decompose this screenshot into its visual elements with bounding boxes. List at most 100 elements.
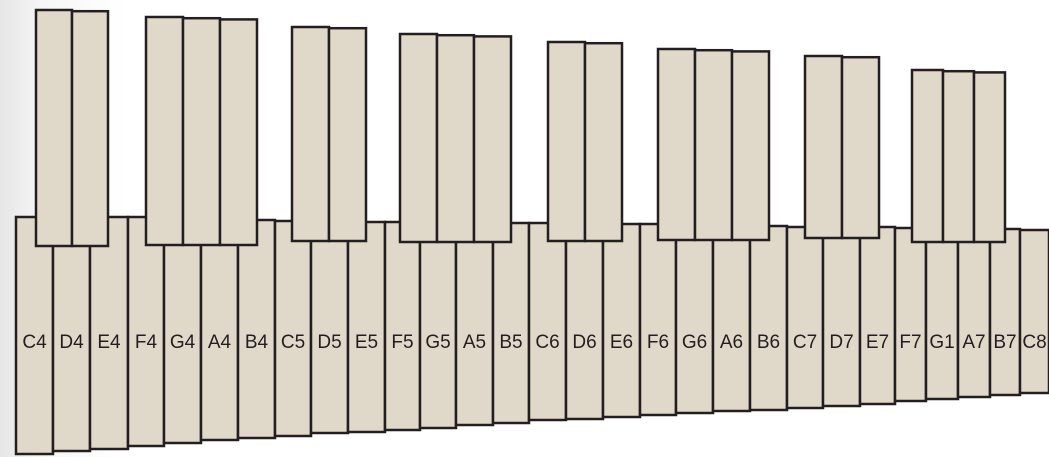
key-label: E5 (355, 332, 378, 353)
natural-key-body (926, 228, 958, 399)
natural-key-a7: A7 (958, 229, 990, 397)
natural-key-c7: C7 (787, 227, 823, 408)
accidental-key (842, 57, 879, 238)
key-label: E7 (866, 332, 889, 353)
accidental-key (658, 49, 695, 240)
accidental-key (183, 18, 220, 245)
natural-key-body (348, 222, 385, 432)
accidental-group-8 (912, 70, 1005, 242)
key-label: C6 (535, 332, 559, 353)
key-label: F7 (899, 332, 921, 353)
accidental-key (220, 19, 257, 245)
natural-key-g1: G1 (926, 228, 958, 399)
natural-key-e7: E7 (860, 227, 895, 404)
accidental-key (585, 43, 622, 241)
key-label: A6 (720, 332, 743, 353)
natural-key-b6: B6 (750, 226, 787, 410)
natural-key-g6: G6 (676, 225, 713, 413)
natural-key-body (311, 221, 348, 433)
key-label: G6 (682, 332, 707, 353)
accidental-group-2 (146, 17, 257, 245)
key-label: C7 (793, 332, 817, 353)
natural-key-f7: F7 (895, 228, 926, 401)
key-label: D5 (317, 332, 341, 353)
natural-key-body (529, 223, 566, 420)
natural-key-c4: C4 (16, 217, 53, 454)
accidental-key (912, 70, 943, 242)
accidental-group-3 (292, 27, 366, 241)
natural-key-g4: G4 (164, 218, 201, 443)
key-label: C5 (281, 332, 305, 353)
natural-key-body (958, 229, 990, 397)
natural-key-body (676, 225, 713, 413)
key-label: C8 (1022, 332, 1046, 353)
natural-key-c5: C5 (275, 221, 311, 436)
natural-key-a6: A6 (713, 226, 750, 411)
key-label: B6 (757, 332, 780, 353)
natural-key-f4: F4 (128, 217, 164, 446)
natural-key-body (750, 226, 787, 410)
natural-key-body (493, 223, 529, 423)
natural-key-a5: A5 (456, 222, 493, 425)
key-label: D7 (829, 332, 853, 353)
accidental-group-6 (658, 49, 769, 240)
key-label: A7 (962, 332, 985, 353)
key-label: A5 (463, 332, 486, 353)
accidental-key (695, 50, 732, 240)
accidental-key (474, 36, 511, 242)
key-label: B4 (245, 332, 269, 353)
accidental-key (146, 17, 183, 245)
accidental-key (732, 51, 769, 240)
natural-key-b4: B4 (238, 220, 275, 438)
accidental-key (292, 27, 329, 241)
natural-key-body (713, 226, 750, 411)
natural-key-body (385, 222, 420, 430)
key-label: F5 (391, 332, 413, 353)
natural-key-e4: E4 (90, 217, 128, 449)
natural-key-body (1020, 230, 1049, 393)
accidental-group-4 (400, 34, 511, 242)
natural-key-d7: D7 (823, 227, 860, 406)
natural-key-a4: A4 (201, 219, 238, 440)
natural-key-body (823, 227, 860, 406)
natural-key-e5: E5 (348, 222, 385, 432)
natural-key-c6: C6 (529, 223, 566, 420)
accidental-group-5 (548, 42, 622, 241)
key-label: E6 (610, 332, 633, 353)
natural-key-body (860, 227, 895, 404)
natural-key-body (238, 220, 275, 438)
key-label: A4 (208, 332, 232, 353)
natural-key-body (201, 219, 238, 440)
natural-key-body (566, 224, 603, 419)
natural-key-d4: D4 (53, 217, 90, 451)
natural-key-b5: B5 (493, 223, 529, 423)
accidental-key (36, 10, 72, 246)
key-label: B7 (993, 332, 1016, 353)
accidental-group-1 (36, 10, 108, 246)
natural-key-body (420, 222, 456, 428)
accidental-key (329, 28, 366, 241)
key-label: F6 (647, 332, 669, 353)
accidental-key (72, 11, 108, 246)
accidental-key (974, 72, 1005, 242)
natural-key-g5: G5 (420, 222, 456, 428)
natural-key-e6: E6 (603, 224, 640, 417)
accidental-key (400, 34, 437, 242)
natural-key-c8: C8 (1020, 230, 1049, 393)
natural-key-f5: F5 (385, 222, 420, 430)
natural-key-body (640, 224, 676, 415)
natural-key-d6: D6 (566, 224, 603, 419)
accidental-key (437, 35, 474, 242)
key-label: D6 (572, 332, 596, 353)
natural-key-body (275, 221, 311, 436)
natural-key-body (990, 229, 1020, 395)
accidental-group-7 (805, 56, 879, 238)
accidental-key (943, 71, 974, 242)
natural-key-body (164, 218, 201, 443)
key-label: G5 (425, 332, 450, 353)
key-label: F4 (135, 332, 158, 353)
natural-key-d5: D5 (311, 221, 348, 433)
